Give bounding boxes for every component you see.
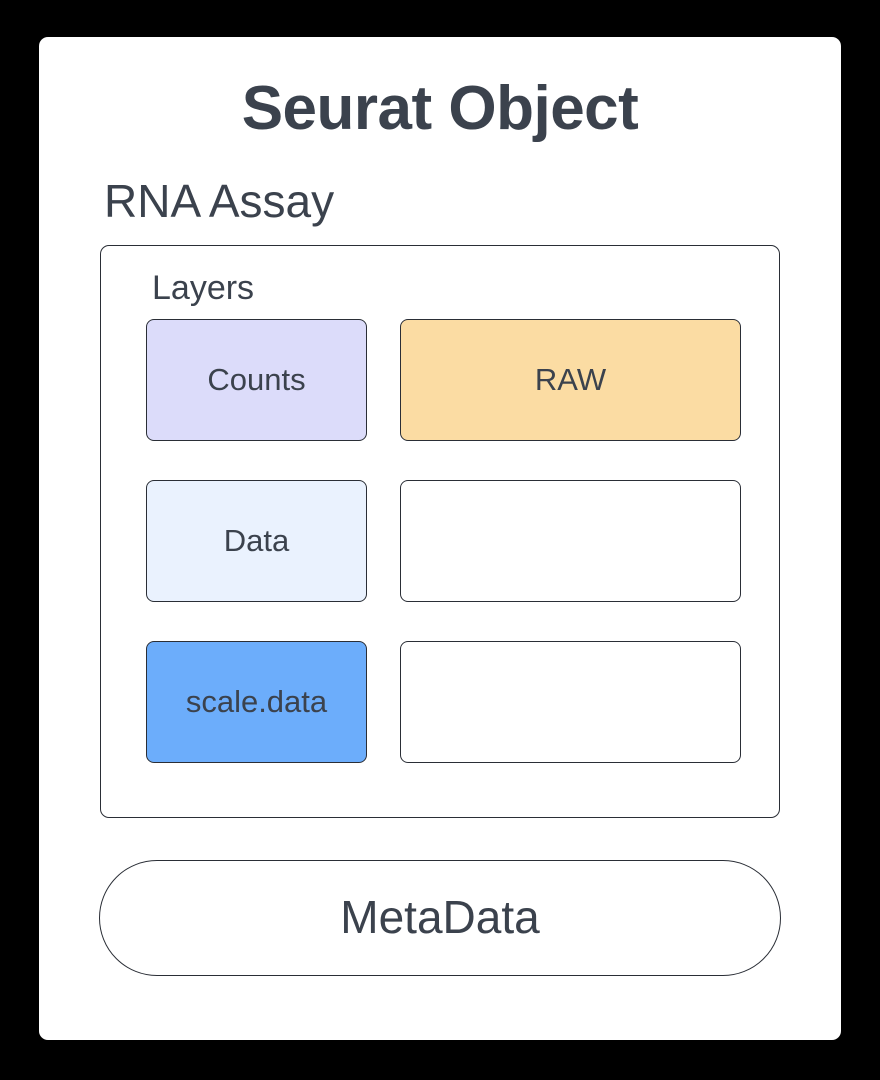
metadata-pill[interactable]: MetaData <box>99 860 781 976</box>
layer-cell-raw[interactable]: RAW <box>400 319 741 441</box>
layer-row: scale.data <box>146 641 741 763</box>
layer-row: Data <box>146 480 741 602</box>
page-title: Seurat Object <box>241 74 639 143</box>
layers-container: Layers Counts RAW Data scale.data <box>100 245 780 818</box>
layer-row: Counts RAW <box>146 319 741 441</box>
layer-cell-data[interactable]: Data <box>146 480 367 602</box>
layer-cell-scale-data[interactable]: scale.data <box>146 641 367 763</box>
layers-label: Layers <box>152 269 255 307</box>
layer-grid: Counts RAW Data scale.data <box>146 319 741 763</box>
seurat-object-card: Seurat Object RNA Assay Layers Counts RA… <box>39 37 841 1040</box>
layer-cell-counts[interactable]: Counts <box>146 319 367 441</box>
layer-cell-empty-1[interactable] <box>400 480 741 602</box>
layer-cell-empty-2[interactable] <box>400 641 741 763</box>
assay-title: RNA Assay <box>104 175 335 227</box>
